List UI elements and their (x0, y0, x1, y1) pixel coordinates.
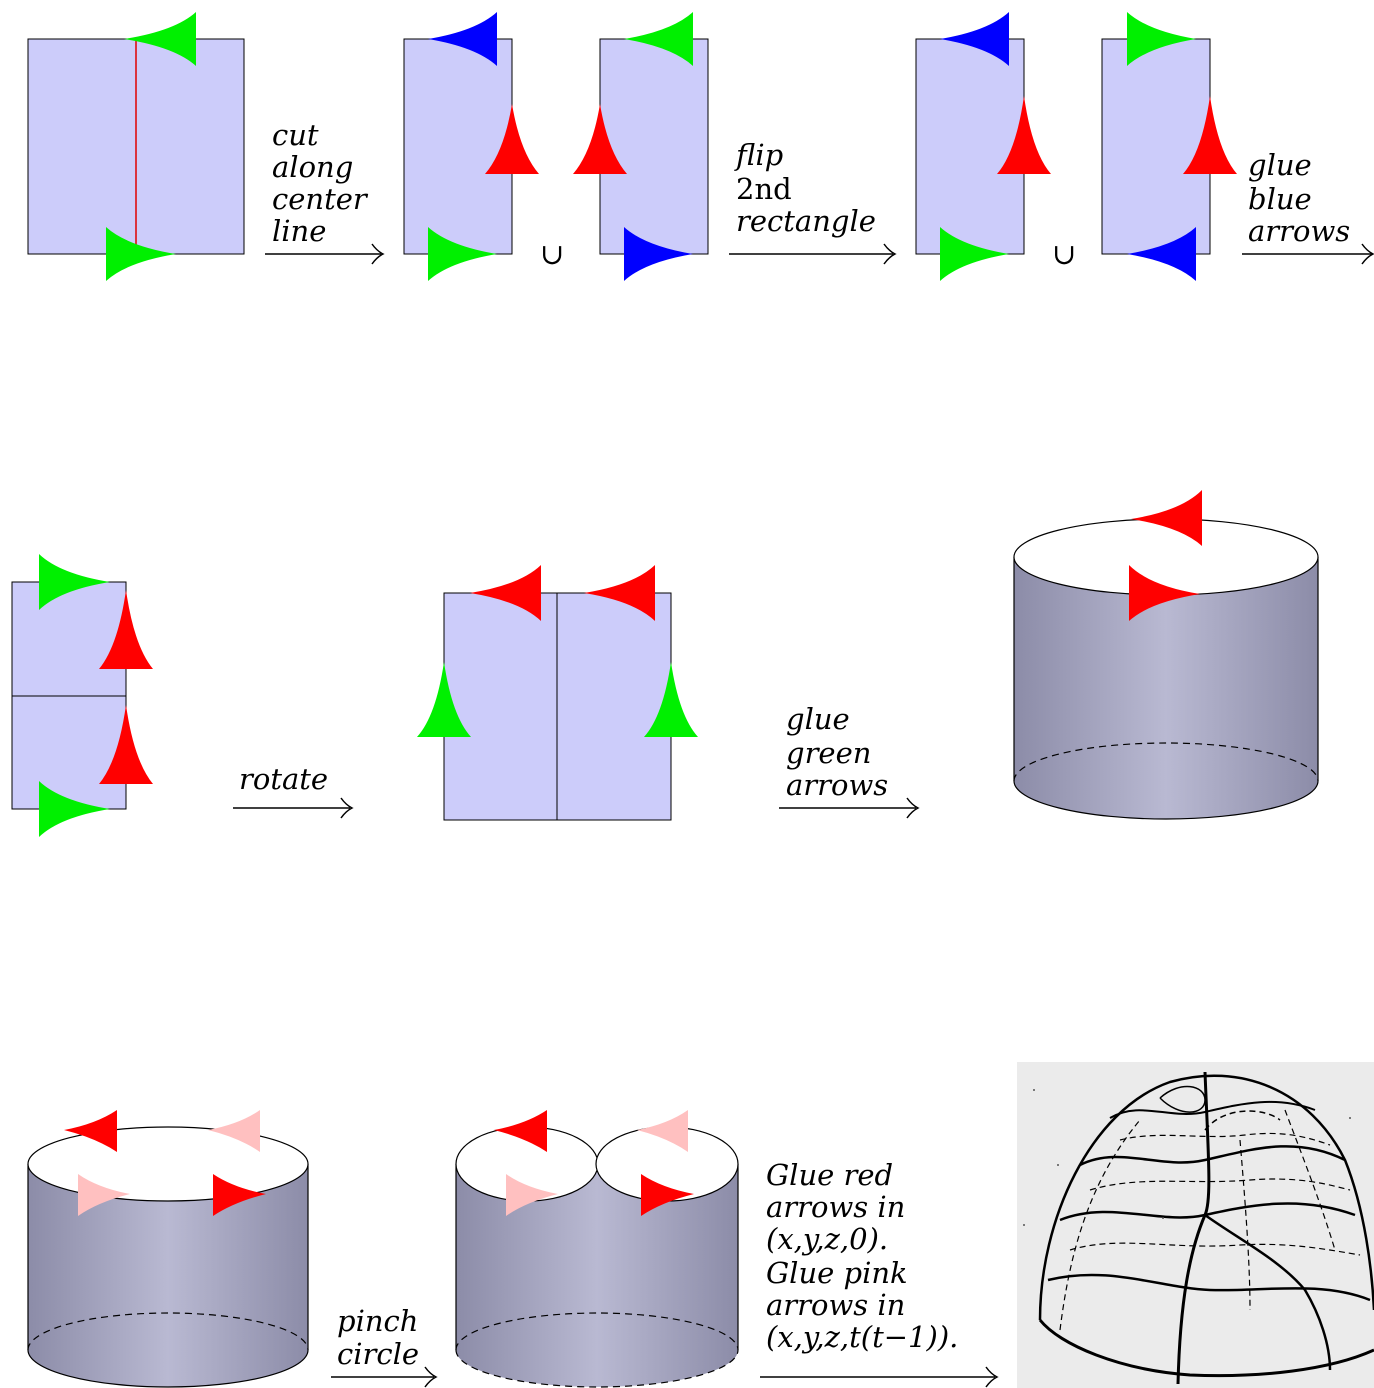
green-arrow-left (417, 662, 471, 737)
pinched-cylinder (455, 1110, 739, 1388)
red-arrow-upper (99, 590, 153, 669)
green-arrow-top (624, 12, 693, 66)
pink-arrow-right-circle-back (637, 1110, 688, 1152)
pink-arrow-back-right (208, 1110, 260, 1152)
cylinder (1013, 490, 1319, 820)
blue-arrow-top (428, 12, 497, 66)
row-2: rotate glue green arrows (11, 490, 1319, 837)
label-glue-green-line3: arrows (786, 768, 888, 802)
label-glue-blue-line2: blue (1248, 182, 1312, 216)
row-1: cut along center line ∪ flip 2nd rectang… (27, 12, 1374, 281)
cylinder-with-pink-arrows (27, 1110, 309, 1388)
label-glue-final-line5: arrows in (766, 1288, 905, 1322)
arrow-flip: flip 2nd rectangle (729, 138, 897, 265)
cut-rectangle-right (573, 12, 709, 281)
label-glue-blue-line3: arrows (1248, 214, 1350, 248)
green-arrow-bottom (39, 781, 110, 837)
red-arrow-front-right (213, 1174, 266, 1216)
label-glue-blue-line1: glue (1248, 148, 1312, 182)
blue-arrow-top (940, 12, 1009, 66)
union-symbol-1: ∪ (540, 237, 564, 271)
label-cut-line1: cut (272, 118, 319, 152)
blue-arrow-bottom (1127, 227, 1196, 281)
label-cut-line4: line (272, 214, 326, 248)
label-pinch-line1: pinch (337, 1304, 418, 1338)
arrow-glue-blue: glue blue arrows (1242, 148, 1374, 265)
blue-arrow-bottom (624, 227, 693, 281)
row-3: pinch circle Glue red arrows in (x,y,z,0… (27, 1062, 1374, 1388)
green-arrow-top (1127, 12, 1196, 66)
label-cut-line2: along (272, 150, 353, 184)
arrow-glue-green: glue green arrows (779, 702, 920, 819)
label-rotate: rotate (239, 762, 328, 796)
red-arrow-right (1183, 96, 1237, 174)
side-by-side-rectangles (417, 565, 698, 821)
flipped-rectangle-right (1101, 12, 1237, 281)
label-glue-green-line2: green (786, 736, 871, 770)
green-arrow-bottom (106, 227, 176, 281)
arrow-cut: cut along center line (265, 118, 385, 265)
label-glue-final-line3: (x,y,z,0). (766, 1222, 888, 1256)
label-glue-final-line4: Glue pink (766, 1256, 908, 1290)
square-with-center-line (27, 12, 245, 281)
pink-arrow-left-circle-front (506, 1174, 558, 1216)
red-arrow-left (573, 104, 627, 174)
pink-arrow-front-left (78, 1174, 130, 1216)
arrow-rotate: rotate (233, 762, 354, 819)
red-arrow-right (485, 104, 539, 174)
red-arrow-top-right (584, 565, 655, 621)
cut-rectangle-left (403, 12, 539, 281)
red-arrow-top-rim (1131, 490, 1202, 546)
label-glue-green-line1: glue (786, 702, 850, 736)
red-arrow-left-circle-back (494, 1110, 547, 1152)
green-arrow-bottom (428, 227, 497, 281)
dome-sketch-image (1017, 1062, 1374, 1388)
arrow-glue-final: Glue red arrows in (x,y,z,0). Glue pink … (760, 1158, 999, 1388)
label-glue-final-line1: Glue red (766, 1158, 893, 1192)
green-arrow-bottom (940, 227, 1009, 281)
green-arrow-top (124, 12, 196, 66)
label-flip-line2: 2nd (736, 172, 792, 206)
label-glue-final-line2: arrows in (766, 1190, 905, 1224)
red-arrow-top-left (470, 565, 541, 621)
red-arrow-lower (99, 705, 153, 784)
label-flip-line1: flip (734, 138, 783, 172)
red-arrow-right (997, 96, 1051, 174)
label-glue-final-line6: (x,y,z,t(t−1)). (766, 1320, 958, 1354)
label-flip-line3: rectangle (736, 204, 876, 238)
red-arrow-right-circle-front (641, 1174, 694, 1216)
green-arrow-top (39, 554, 110, 610)
stacked-rectangles (11, 554, 153, 837)
union-symbol-2: ∪ (1052, 237, 1076, 271)
label-cut-line3: center (272, 182, 369, 216)
arrow-pinch: pinch circle (331, 1304, 438, 1388)
red-arrow-front-rim (1129, 565, 1200, 621)
green-arrow-right (644, 662, 698, 737)
label-pinch-line2: circle (337, 1337, 419, 1371)
flipped-rectangle-left (915, 12, 1051, 281)
red-arrow-back-left (64, 1110, 117, 1152)
